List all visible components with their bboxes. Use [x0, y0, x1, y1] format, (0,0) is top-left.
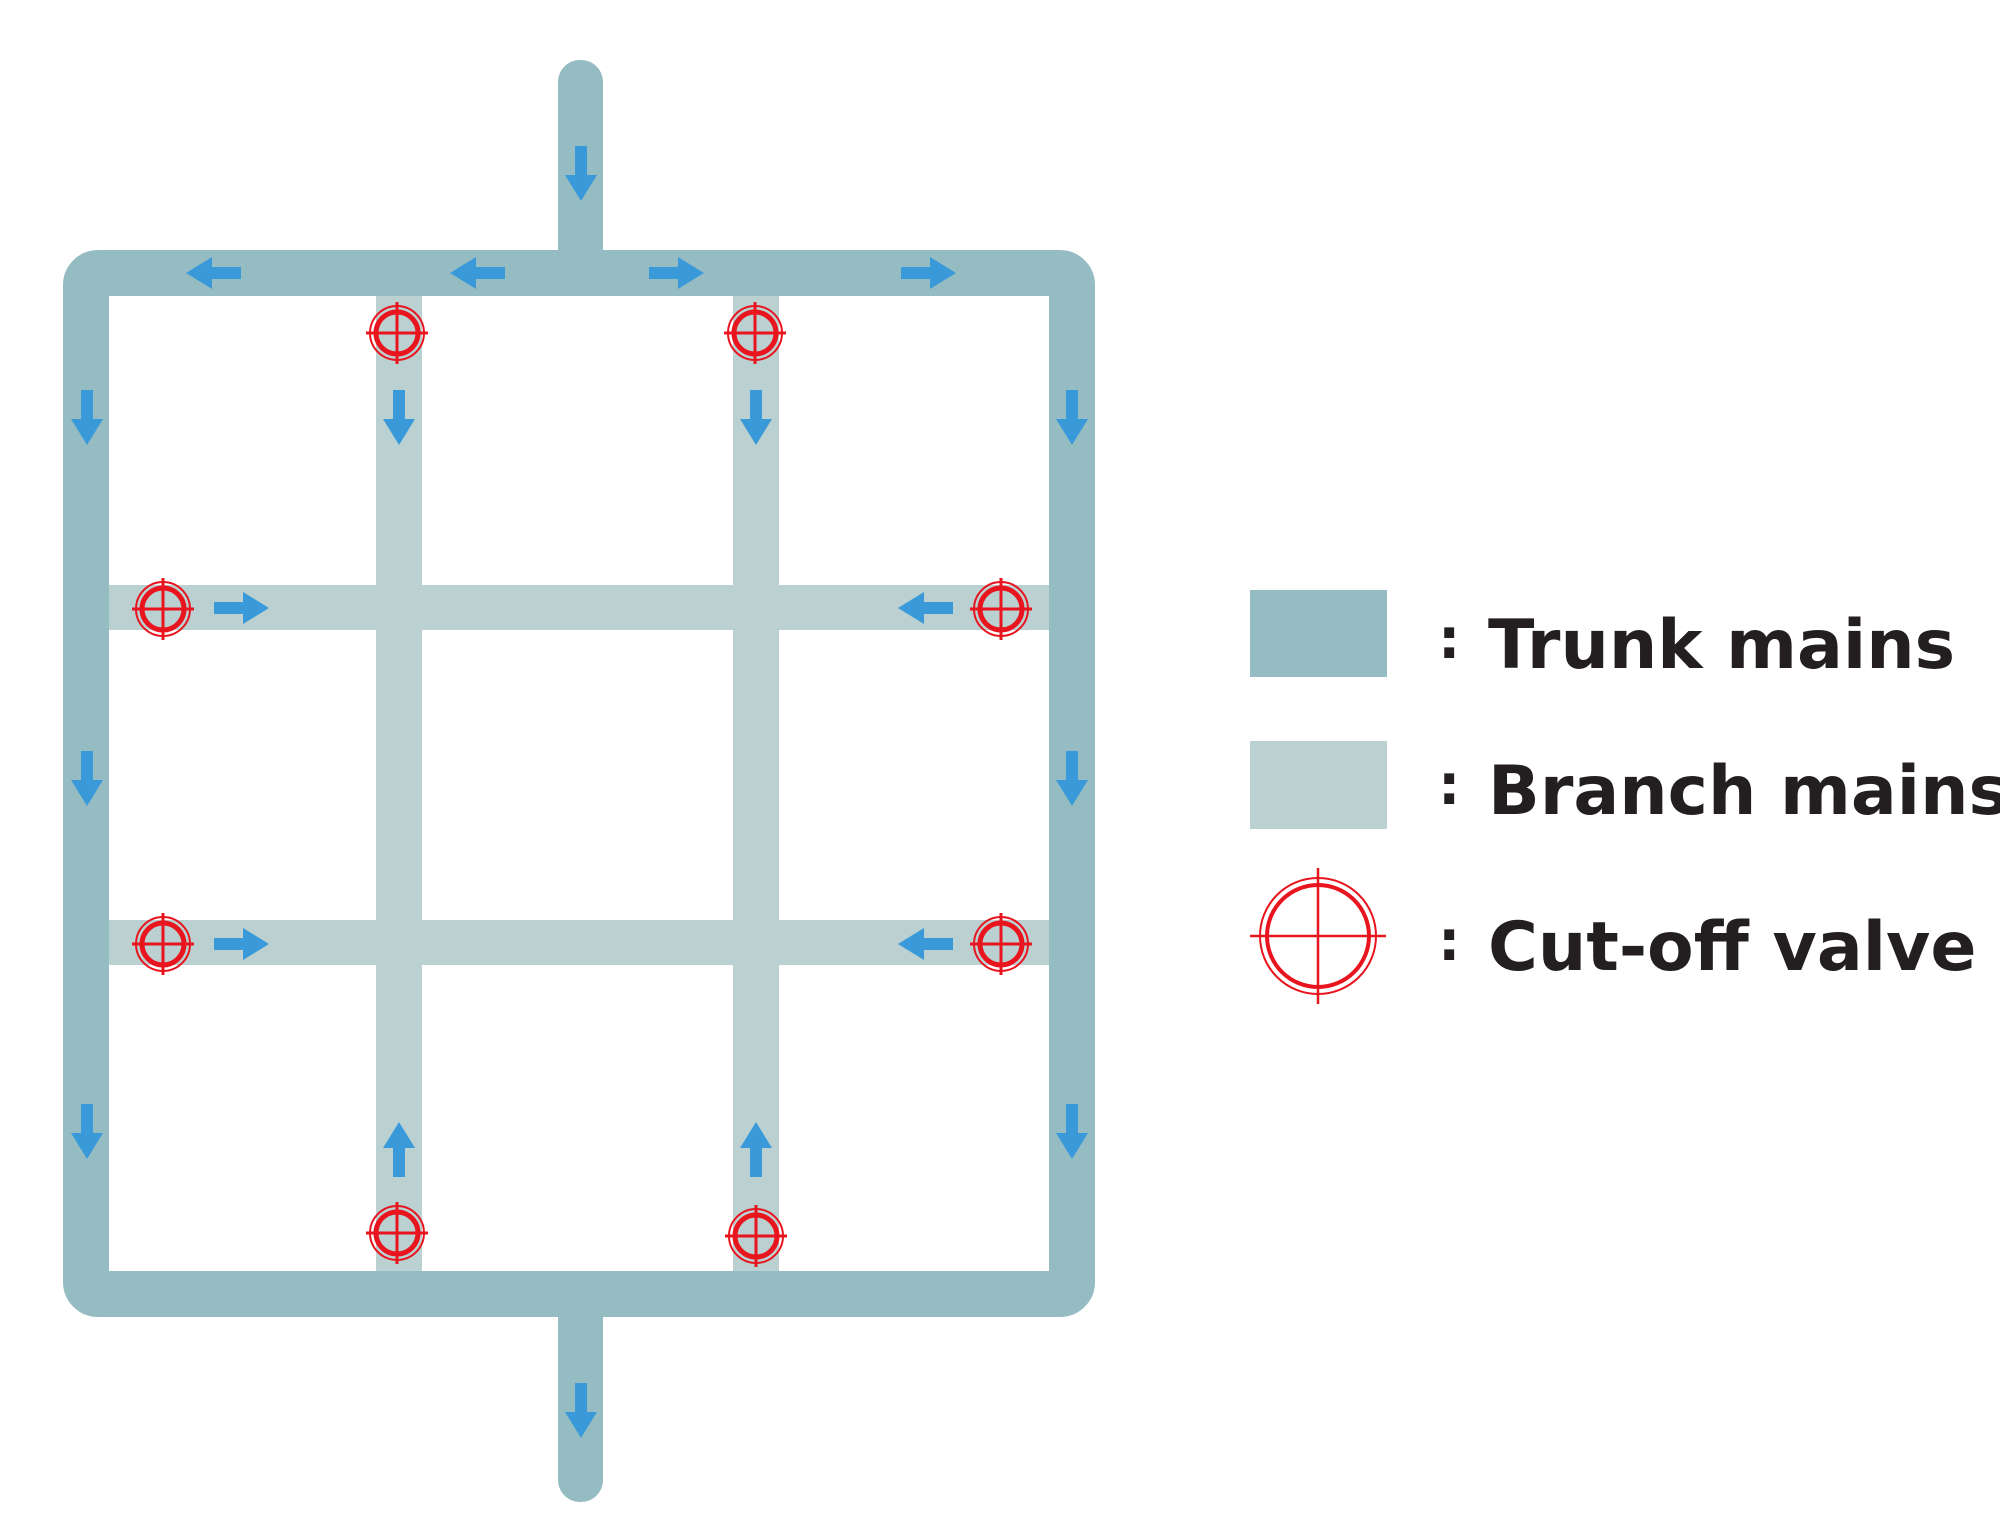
cut-off-valve-icon [1250, 868, 1386, 1004]
legend-label-cut-off-valve: Cut-off valve [1488, 908, 1977, 987]
legend-label-trunk-mains: Trunk mains [1488, 606, 1956, 685]
branch-main-vertical-left [376, 290, 422, 1280]
trunk-swatch [1250, 590, 1387, 677]
legend-symbols [1250, 590, 1387, 1004]
cut-off-valves [132, 302, 1032, 1267]
branch-swatch [1250, 741, 1387, 829]
legend-separator: : [1438, 909, 1461, 974]
branch-mains [100, 290, 1055, 1280]
flow-arrows [71, 146, 1088, 1438]
legend-label-branch-mains: Branch mains [1488, 752, 2000, 831]
trunk-main-loop [63, 250, 1095, 1317]
legend-separator: : [1438, 753, 1461, 818]
branch-main-vertical-right [733, 290, 779, 1280]
legend-separator: : [1438, 607, 1461, 672]
